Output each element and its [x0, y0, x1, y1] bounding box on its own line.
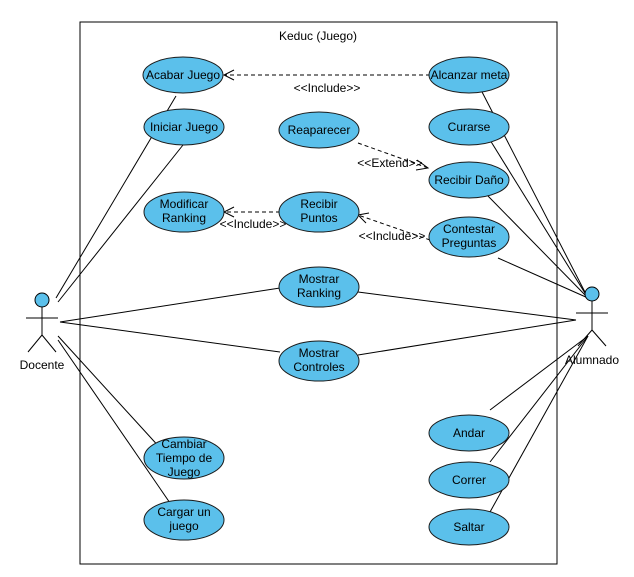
actor-alumnado-label: Alumnado	[565, 353, 619, 367]
assoc-alumnado-correr	[489, 335, 589, 463]
use-case-reaparecer: Reaparecer	[278, 111, 360, 149]
assoc-alumnado-recibir-dano	[487, 195, 589, 299]
use-case-label: Recibir	[300, 197, 337, 211]
use-case-correr: Correr	[428, 461, 510, 499]
use-case-cargar-juego: Cargar un juego	[143, 499, 225, 541]
use-case-label: Ranking	[162, 211, 206, 225]
use-case-curarse: Curarse	[428, 108, 510, 146]
use-case-label: Modificar	[160, 197, 209, 211]
actor-alumnado: Alumnado	[565, 286, 619, 367]
assoc-docente-cargar-juego	[57, 339, 171, 504]
actor-docente-label: Docente	[20, 358, 65, 372]
use-case-acabar-juego: Acabar Juego	[142, 56, 224, 94]
use-case-label: Iniciar Juego	[150, 120, 218, 134]
use-case-label: juego	[168, 519, 199, 533]
assoc-docente-mostrar-ranking	[59, 287, 281, 323]
assoc-alumnado-curarse	[489, 139, 589, 299]
use-case-label: Contestar	[443, 222, 495, 236]
actor-head	[34, 292, 50, 308]
use-case-label: Andar	[453, 426, 485, 440]
use-case-modificar-ranking: Modificar Ranking	[143, 191, 225, 233]
include-label-2: <<Include>>	[220, 217, 287, 231]
use-case-label: Controles	[293, 360, 344, 374]
use-case-label: Juego	[168, 465, 201, 479]
assoc-alumnado-andar	[489, 335, 589, 411]
use-case-recibir-puntos: Recibir Puntos	[278, 191, 360, 233]
use-case-label: Cambiar	[161, 437, 206, 451]
system-title: Keduc (Juego)	[279, 29, 357, 43]
use-case-label: Alcanzar meta	[431, 68, 508, 82]
use-case-contestar-preguntas: Contestar Preguntas	[428, 216, 510, 258]
use-case-label: Reaparecer	[288, 123, 351, 137]
assoc-alumnado-mostrar-controles	[357, 319, 577, 356]
use-case-recibir-dano: Recibir Daño	[428, 161, 510, 199]
use-case-iniciar-juego: Iniciar Juego	[143, 108, 225, 146]
assoc-docente-cambiar-tiempo	[57, 335, 163, 451]
use-case-label: Correr	[452, 473, 486, 487]
use-case-label: Recibir Daño	[434, 173, 504, 187]
extend-label: <<Extend>>	[357, 156, 422, 170]
use-case-label: Preguntas	[442, 236, 497, 250]
use-case-label: Curarse	[448, 120, 491, 134]
use-case-mostrar-controles: Mostrar Controles	[278, 340, 360, 382]
assoc-docente-mostrar-controles	[59, 321, 281, 353]
assoc-alumnado-mostrar-ranking	[357, 291, 577, 321]
include-alcanzar-acabar: <<Include>>	[222, 69, 430, 95]
use-case-label: Acabar Juego	[146, 68, 220, 82]
use-case-label: Tiempo de	[156, 451, 213, 465]
extend-reaparecer-recibir-dano: <<Extend>>	[357, 142, 430, 171]
include-label-3: <<Include>>	[359, 229, 426, 243]
use-case-label: Ranking	[297, 286, 341, 300]
actor-docente: Docente	[20, 292, 65, 372]
use-case-andar: Andar	[428, 414, 510, 452]
use-case-label: Mostrar	[299, 272, 340, 286]
use-case-label: Puntos	[300, 211, 337, 225]
use-case-mostrar-ranking: Mostrar Ranking	[278, 266, 360, 308]
use-case-label: Cargar un	[157, 505, 210, 519]
use-case-label: Mostrar	[299, 346, 340, 360]
use-case-label: Saltar	[453, 520, 484, 534]
use-case-saltar: Saltar	[428, 508, 510, 546]
alumnado-associations	[357, 87, 589, 513]
actor-head	[584, 286, 600, 302]
use-case-cambiar-tiempo: Cambiar Tiempo de Juego	[143, 436, 225, 480]
assoc-docente-iniciar-juego	[57, 144, 184, 303]
include-contestar-recibir: <<Include>>	[356, 212, 431, 243]
include-label-1: <<Include>>	[294, 81, 361, 95]
use-case-alcanzar-meta: Alcanzar meta	[428, 56, 510, 94]
assoc-alumnado-contestar	[497, 257, 589, 299]
